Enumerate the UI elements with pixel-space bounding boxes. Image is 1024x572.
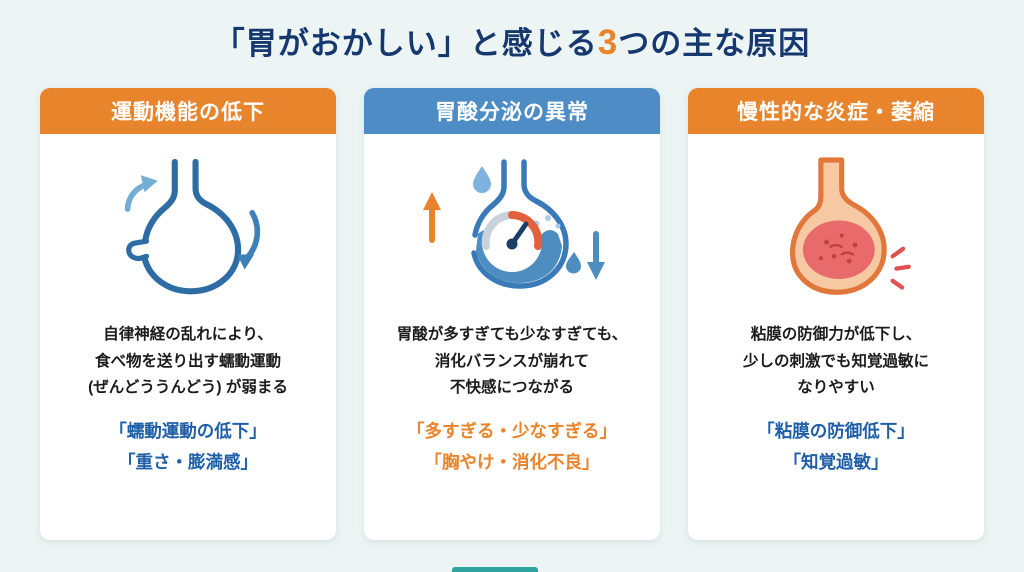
keyword-line: 「蠕動運動の低下」 (109, 420, 267, 441)
card-description: 自律神経の乱れにより、 食べ物を送り出す蠕動運動 (ぜんどううんどう) が弱まる (88, 326, 288, 397)
bottom-decoration (452, 567, 538, 572)
card-chronic-inflammation: 慢性的な炎症・萎縮 (688, 88, 984, 540)
card-description: 粘膜の防御力が低下し、 少しの刺激でも知覚過敏に なりやすい (742, 326, 929, 397)
card-header: 運動機能の低下 (40, 88, 336, 134)
inflamed-stomach-icon (789, 157, 911, 295)
card-header: 胃酸分泌の異常 (364, 88, 660, 134)
icon-area (688, 134, 984, 322)
page-title-part2: つの主な原因 (618, 26, 811, 61)
card-keywords: 「多すぎる・少なすぎる」 「胸やけ・消化不良」 (364, 416, 660, 477)
stomach-peristalsis-icon (124, 158, 261, 295)
icon-area (364, 134, 660, 322)
acid-gauge-icon (423, 159, 605, 289)
keyword-line: 「胸やけ・消化不良」 (424, 451, 600, 472)
card-description: 胃酸が多すぎても少なすぎても、 消化バランスが崩れて 不快感につながる (396, 326, 628, 397)
cards-row: 運動機能の低下 自律神経の乱れにより、 食べ物を送り出す蠕動運動 (ぜんどううん… (0, 88, 1024, 540)
keyword-line: 「重さ・膨満感」 (118, 451, 258, 472)
icon-area (40, 134, 336, 322)
card-keywords: 「粘膜の防御低下」 「知覚過敏」 (688, 416, 984, 477)
page-title: 「胃がおかしい」と感じる3つの主な原因 (0, 0, 1024, 64)
card-header: 慢性的な炎症・萎縮 (688, 88, 984, 134)
keyword-line: 「粘膜の防御低下」 (757, 420, 915, 441)
card-motor-function-decline: 運動機能の低下 自律神経の乱れにより、 食べ物を送り出す蠕動運動 (ぜんどううん… (40, 88, 336, 540)
page-title-highlight: 3 (597, 23, 619, 62)
card-keywords: 「蠕動運動の低下」 「重さ・膨満感」 (40, 416, 336, 477)
keyword-line: 「多すぎる・少なすぎる」 (407, 420, 617, 441)
keyword-line: 「知覚過敏」 (783, 451, 889, 472)
page-title-part1: 「胃がおかしい」と感じる (213, 26, 598, 61)
card-acid-secretion-abnormality: 胃酸分泌の異常 (364, 88, 660, 540)
